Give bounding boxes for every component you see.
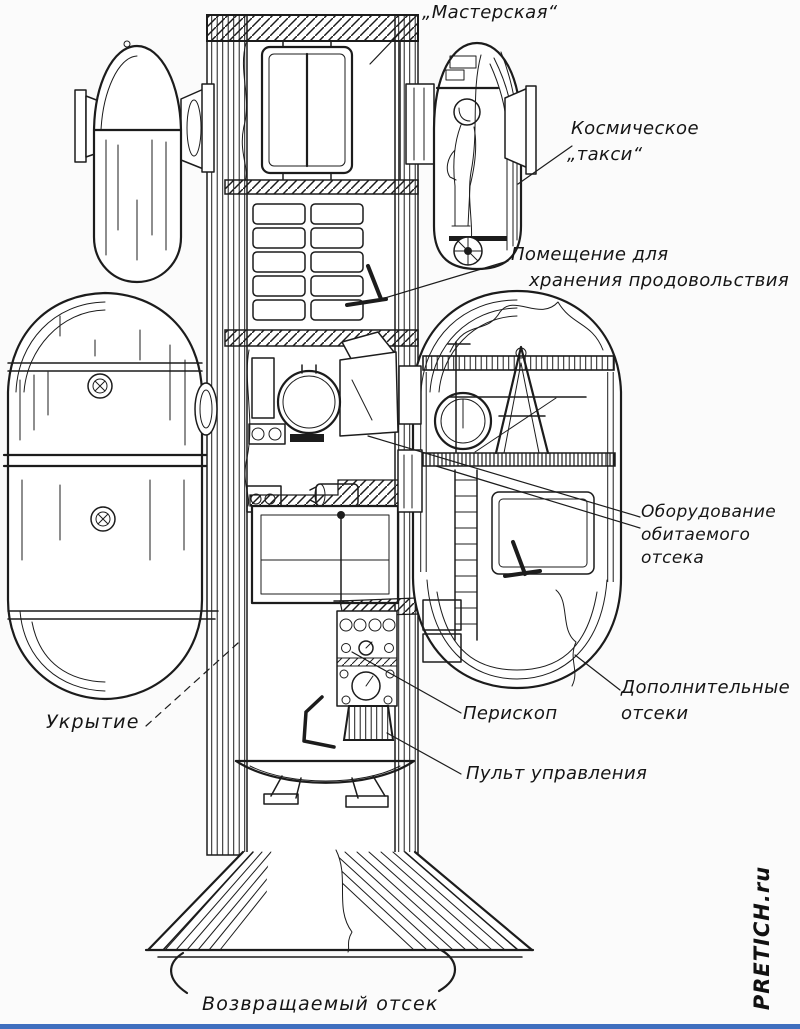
upper-left-tank	[74, 40, 215, 284]
label-shelter: Укрытие	[46, 711, 140, 733]
leader-equipment-2	[435, 465, 641, 529]
label-additional-compartments: Дополнительные отсеки	[621, 677, 791, 724]
label-space-taxi: Космическое „такси“	[567, 118, 699, 165]
label-control-panel: Пульт управления	[466, 763, 648, 784]
porthole-sphere	[276, 369, 342, 435]
leader-equipment-1	[367, 435, 641, 518]
leader-food-storage	[377, 260, 509, 301]
leader-lines	[145, 14, 641, 775]
ladder	[454, 469, 478, 641]
return-module-skirt	[144, 849, 535, 995]
label-return-module: Возвращаемый отсек	[202, 993, 439, 1015]
label-equipment: Оборудование обитаемого отсека	[641, 502, 777, 568]
leader-additional	[574, 654, 621, 691]
leader-periscope	[351, 651, 462, 714]
label-periscope: Перископ	[463, 703, 558, 724]
periscope-cone	[342, 705, 395, 741]
control-section	[234, 597, 420, 808]
left-tank	[2, 291, 219, 701]
leader-control-panel	[386, 732, 462, 775]
leader-workshop	[369, 14, 418, 65]
equipment-cabinet	[339, 351, 399, 437]
page-bottom-border	[0, 1024, 800, 1029]
leader-space-taxi	[517, 145, 573, 185]
label-food-storage: Помещение для хранения продовольствия	[511, 244, 790, 291]
capsule-seat	[503, 540, 542, 578]
space-taxi-capsule	[405, 41, 537, 271]
label-workshop: „Мастерская“	[422, 2, 558, 23]
pilot-seat	[302, 695, 336, 749]
a-frame-truss	[494, 345, 550, 455]
cosmonaut-figure	[446, 98, 481, 227]
site-watermark: PRETICH.ru	[750, 865, 774, 1011]
habitable-section	[244, 331, 401, 513]
workshop-section	[224, 40, 419, 195]
shelter-section	[250, 504, 400, 605]
additional-compartment-capsule	[397, 289, 623, 690]
